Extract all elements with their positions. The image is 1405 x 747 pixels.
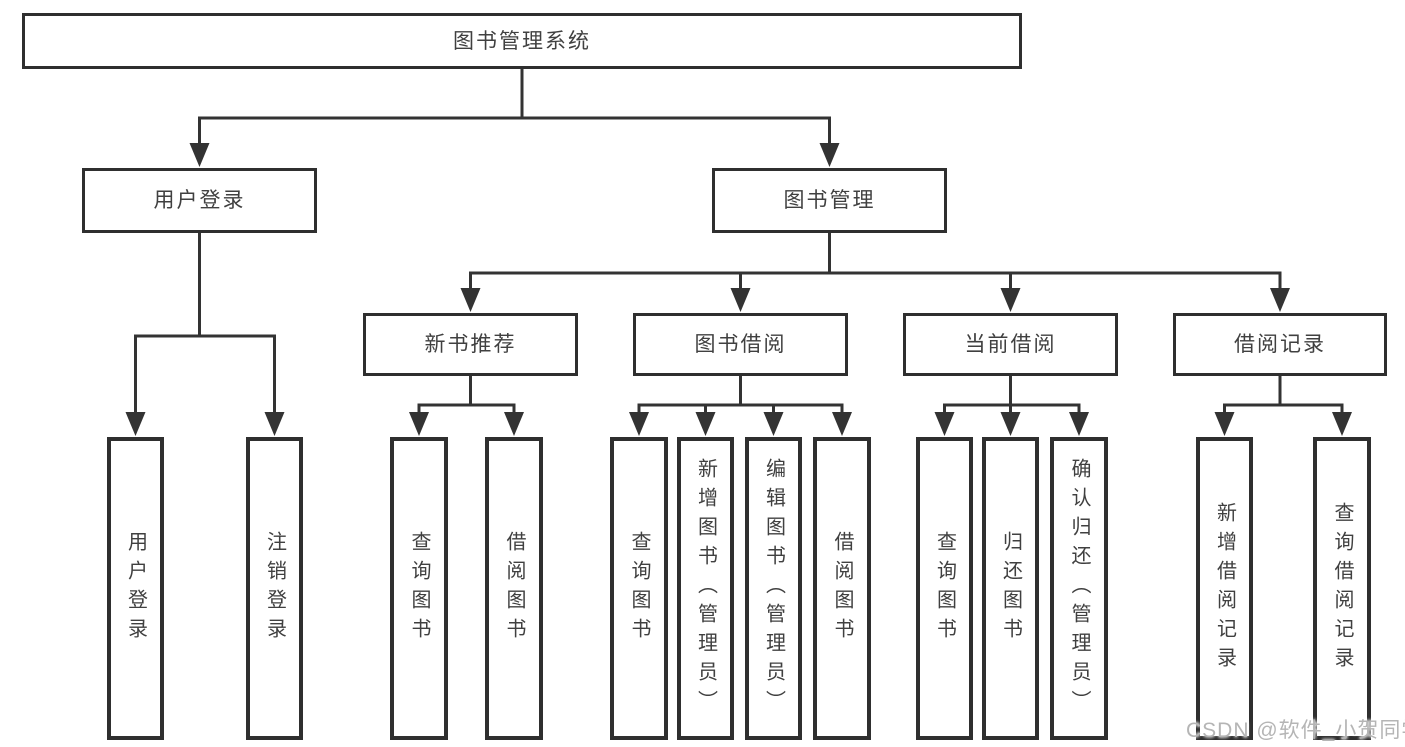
node-label: 新增借阅记录 [1213, 501, 1236, 676]
node-label: 查询图书 [933, 530, 956, 647]
node-leaf-bor-add: 新增图书（管理员） [677, 437, 734, 740]
node-leaf-bor-borrow: 借阅图书 [813, 437, 871, 740]
node-label: 当前借阅 [964, 333, 1057, 356]
arrowhead-icon [125, 412, 146, 436]
node-borrow-record: 借阅记录 [1173, 313, 1387, 376]
arrowhead-icon [763, 412, 784, 436]
arrowhead-icon [1270, 288, 1290, 312]
node-label: 用户登录 [153, 189, 246, 212]
arrowhead-icon [460, 288, 481, 312]
node-leaf-cur-confirm: 确认归还（管理员） [1050, 437, 1108, 740]
node-label: 借阅记录 [1234, 333, 1326, 356]
node-leaf-bor-edit: 编辑图书（管理员） [745, 437, 802, 740]
node-label: 借阅图书 [503, 530, 525, 647]
node-leaf-cur-query: 查询图书 [916, 437, 973, 740]
node-leaf-rec-borrow: 借阅图书 [485, 437, 543, 740]
node-label: 图书管理系统 [453, 29, 591, 53]
arrowhead-icon [629, 412, 649, 436]
node-label: 查询图书 [628, 530, 650, 647]
node-leaf-cur-return: 归还图书 [982, 437, 1039, 740]
node-leaf-record-add: 新增借阅记录 [1196, 437, 1253, 740]
node-user-login: 用户登录 [82, 168, 317, 233]
node-label: 新增图书（管理员） [694, 458, 717, 719]
arrowhead-icon [1214, 412, 1235, 436]
node-book-mgmt: 图书管理 [712, 168, 947, 233]
node-new-book-rec: 新书推荐 [363, 313, 578, 376]
arrowhead-icon [264, 412, 285, 436]
node-label: 编辑图书（管理员） [762, 458, 785, 719]
arrowhead-icon [819, 143, 840, 167]
watermark: CSDN @软件_小贺同学 [1186, 719, 1405, 742]
arrowhead-icon [1069, 412, 1089, 436]
arrowhead-icon [189, 143, 210, 167]
arrowhead-icon [409, 412, 429, 436]
arrowhead-icon [730, 288, 751, 312]
node-label: 归还图书 [999, 530, 1022, 647]
node-leaf-user-login: 用户登录 [107, 437, 164, 740]
arrowhead-icon [832, 412, 852, 436]
node-label: 图书管理 [783, 189, 876, 212]
node-label: 查询图书 [408, 530, 430, 647]
node-leaf-logout: 注销登录 [246, 437, 303, 740]
node-label: 新书推荐 [424, 333, 517, 356]
node-system: 图书管理系统 [22, 13, 1022, 69]
node-leaf-bor-query: 查询图书 [610, 437, 668, 740]
node-label: 用户登录 [124, 530, 147, 647]
node-label: 借阅图书 [831, 530, 853, 647]
node-book-borrow: 图书借阅 [633, 313, 848, 376]
node-current-borrow: 当前借阅 [903, 313, 1118, 376]
arrowhead-icon [1332, 412, 1352, 436]
arrowhead-icon [695, 412, 716, 436]
arrowhead-icon [1000, 412, 1021, 436]
node-label: 注销登录 [263, 530, 286, 647]
node-leaf-record-query: 查询借阅记录 [1313, 437, 1371, 740]
node-leaf-rec-query: 查询图书 [390, 437, 448, 740]
arrowhead-icon [1000, 288, 1021, 312]
arrowhead-icon [934, 412, 955, 436]
node-label: 图书借阅 [694, 333, 787, 356]
arrowhead-icon [504, 412, 524, 436]
node-label: 查询借阅记录 [1331, 501, 1353, 676]
node-label: 确认归还（管理员） [1068, 458, 1090, 719]
